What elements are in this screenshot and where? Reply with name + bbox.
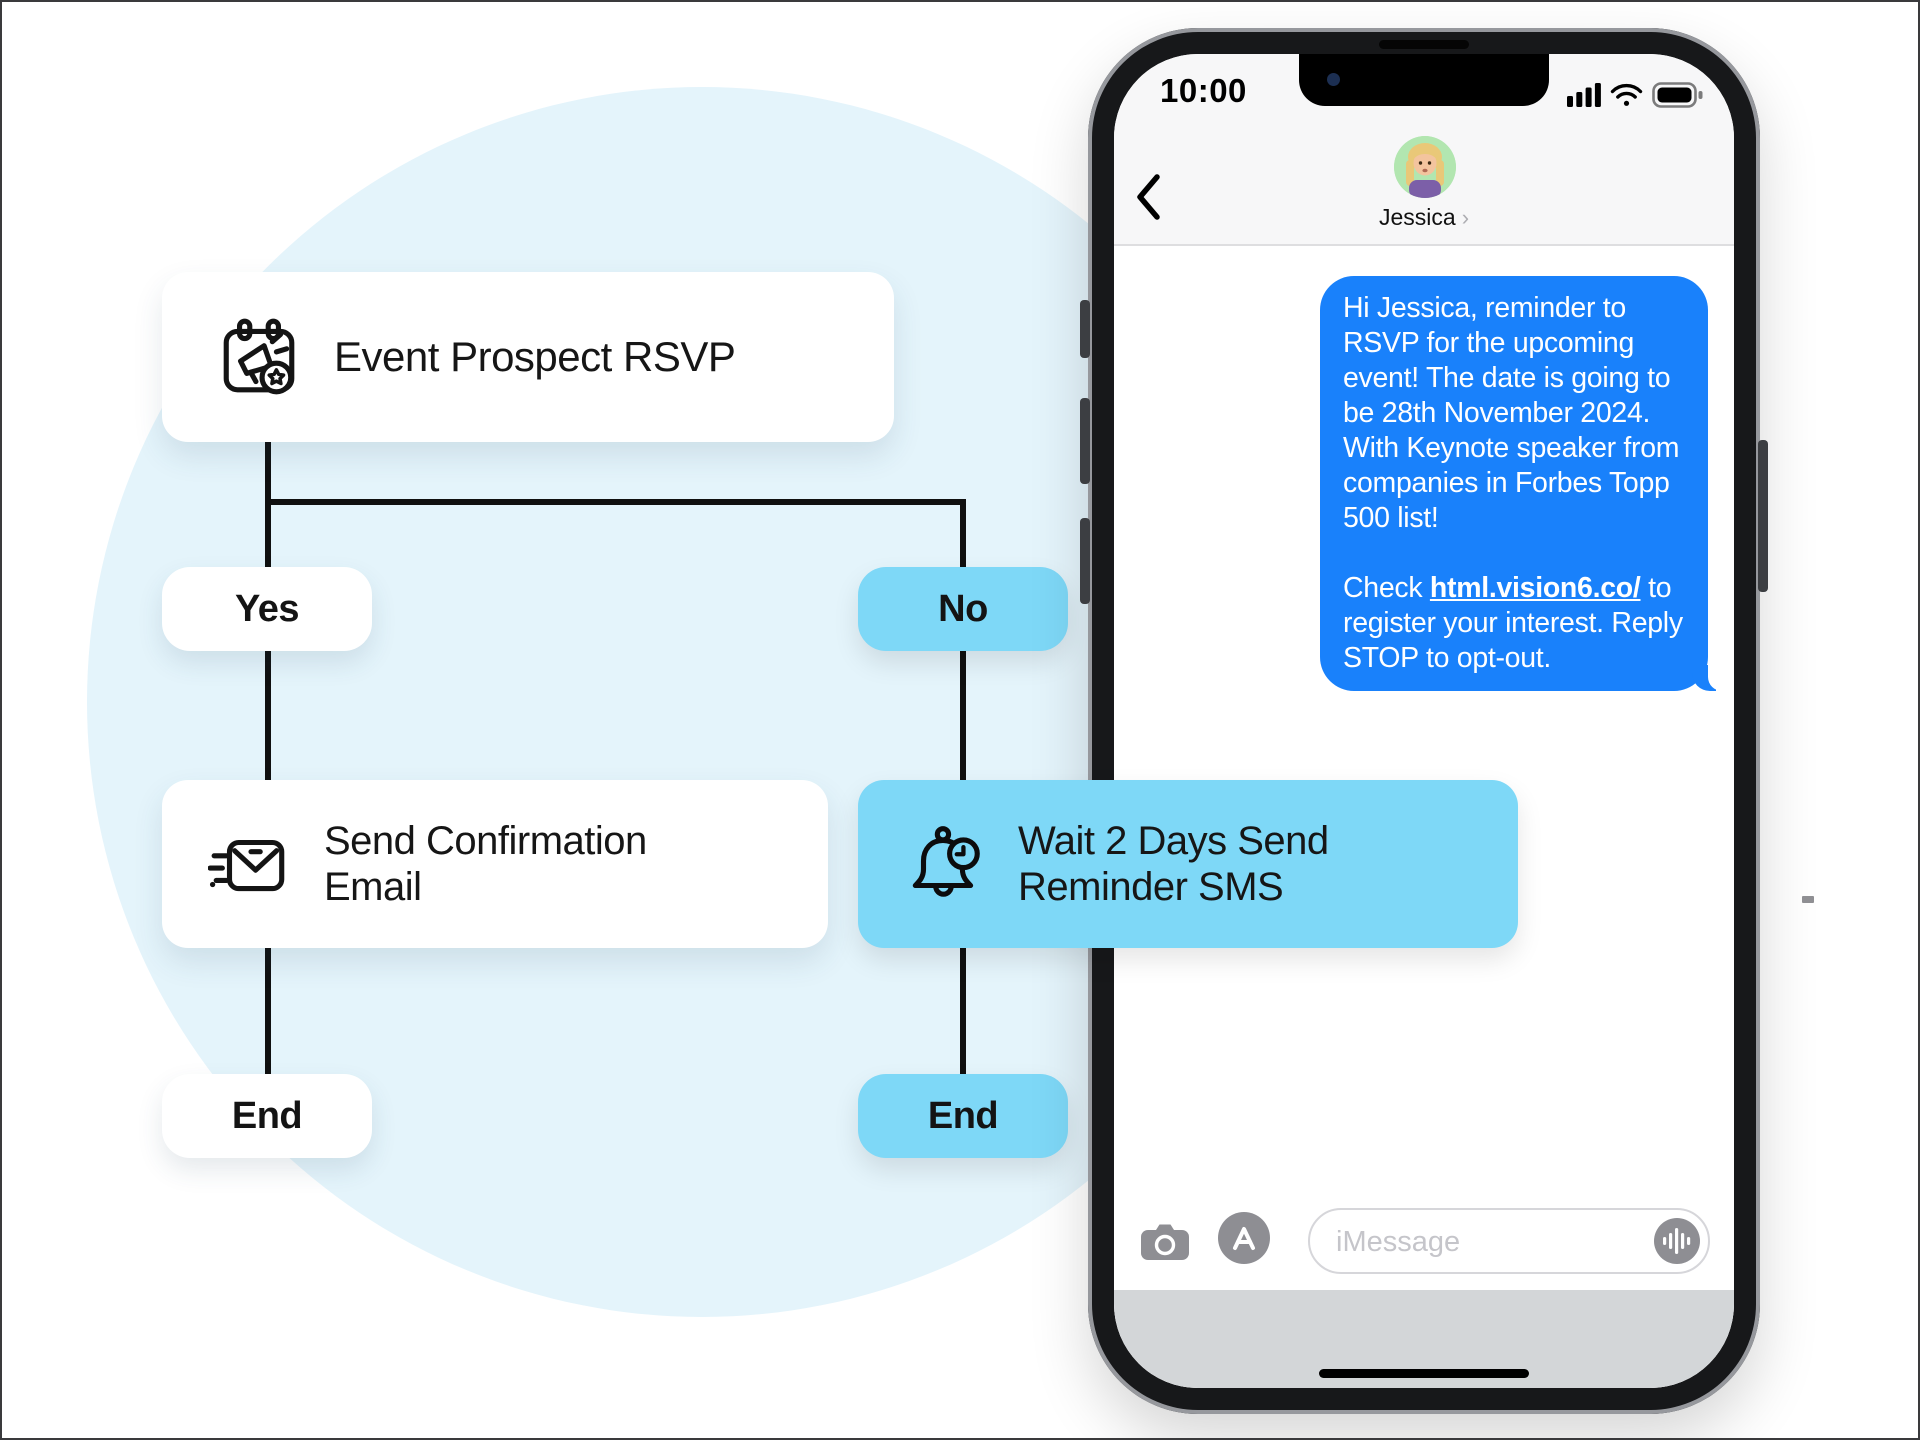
speeding-email-icon xyxy=(208,821,294,907)
imessage-input[interactable] xyxy=(1334,1212,1638,1272)
connector-email-to-end xyxy=(265,948,271,1074)
connector-yes-down xyxy=(265,502,271,567)
connector-branch-horizontal xyxy=(265,499,966,505)
phone-screen: 10:00 xyxy=(1114,54,1734,1388)
volume-up-button[interactable] xyxy=(1080,398,1090,484)
contact-name: Jessica xyxy=(1378,204,1456,230)
camera-icon[interactable] xyxy=(1140,1222,1190,1267)
connector-yes-to-email xyxy=(265,651,271,780)
message-para2-suffix: to register your interest. Reply STOP to… xyxy=(1343,572,1683,674)
message-para2-prefix: Check xyxy=(1343,572,1430,604)
flow-start-label: Event Prospect RSVP xyxy=(334,332,736,380)
mute-switch[interactable] xyxy=(1080,300,1090,358)
contact-chevron-icon: › xyxy=(1461,205,1470,230)
connector-wait-to-end xyxy=(960,948,966,1074)
phone-mockup: 10:00 xyxy=(1080,28,1768,1414)
connector-start-down xyxy=(265,440,271,502)
voice-memo-icon[interactable] xyxy=(1654,1218,1700,1264)
message-link[interactable]: html.vision6.co/ xyxy=(1429,572,1641,604)
flow-wait-label: Wait 2 Days Send Reminder SMS xyxy=(1018,818,1329,909)
end-right-label: End xyxy=(927,1094,999,1137)
connector-no-down xyxy=(960,502,966,567)
status-bar-icons xyxy=(1567,82,1704,113)
flow-email-node[interactable]: Send Confirmation Email xyxy=(162,780,828,948)
flow-start-node[interactable]: Event Prospect RSVP xyxy=(162,272,894,442)
cellular-signal-icon xyxy=(1567,83,1601,112)
message-paragraph-2: Check html.vision6.co/ to register your … xyxy=(1343,571,1685,676)
home-indicator[interactable] xyxy=(1319,1369,1529,1378)
connector-no-to-wait xyxy=(960,651,966,780)
end-left-label: End xyxy=(231,1094,303,1137)
notch xyxy=(1299,54,1549,106)
back-chevron-icon[interactable] xyxy=(1134,172,1162,227)
end-pill-right[interactable]: End xyxy=(858,1074,1068,1158)
branch-no-label: No xyxy=(938,587,988,630)
branch-no-pill[interactable]: No xyxy=(858,567,1068,651)
message-composer xyxy=(1114,1200,1734,1290)
bell-clock-icon xyxy=(902,821,988,907)
earpiece-speaker xyxy=(1379,40,1469,49)
status-bar-time: 10:00 xyxy=(1160,72,1247,109)
power-button[interactable] xyxy=(1758,440,1768,592)
cursor-artifact xyxy=(1802,896,1814,903)
flow-email-label: Send Confirmation Email xyxy=(324,818,647,909)
imessage-input-pill xyxy=(1308,1208,1710,1274)
wifi-icon xyxy=(1610,83,1643,112)
front-camera-dot xyxy=(1327,73,1340,86)
branch-yes-pill[interactable]: Yes xyxy=(162,567,372,651)
contact-avatar[interactable] xyxy=(1394,136,1456,198)
message-bubble: Hi Jessica, reminder to RSVP for the upc… xyxy=(1320,276,1732,691)
contact-name-row[interactable]: Jessica› xyxy=(1114,204,1734,231)
branch-yes-label: Yes xyxy=(234,587,300,630)
calendar-megaphone-icon xyxy=(216,314,302,400)
app-store-icon[interactable] xyxy=(1218,1212,1270,1264)
end-pill-left[interactable]: End xyxy=(162,1074,372,1158)
keyboard-area xyxy=(1114,1290,1734,1388)
volume-down-button[interactable] xyxy=(1080,518,1090,604)
battery-icon xyxy=(1652,82,1704,113)
flow-wait-node[interactable]: Wait 2 Days Send Reminder SMS xyxy=(858,780,1518,948)
message-paragraph-1: Hi Jessica, reminder to RSVP for the upc… xyxy=(1343,292,1680,534)
